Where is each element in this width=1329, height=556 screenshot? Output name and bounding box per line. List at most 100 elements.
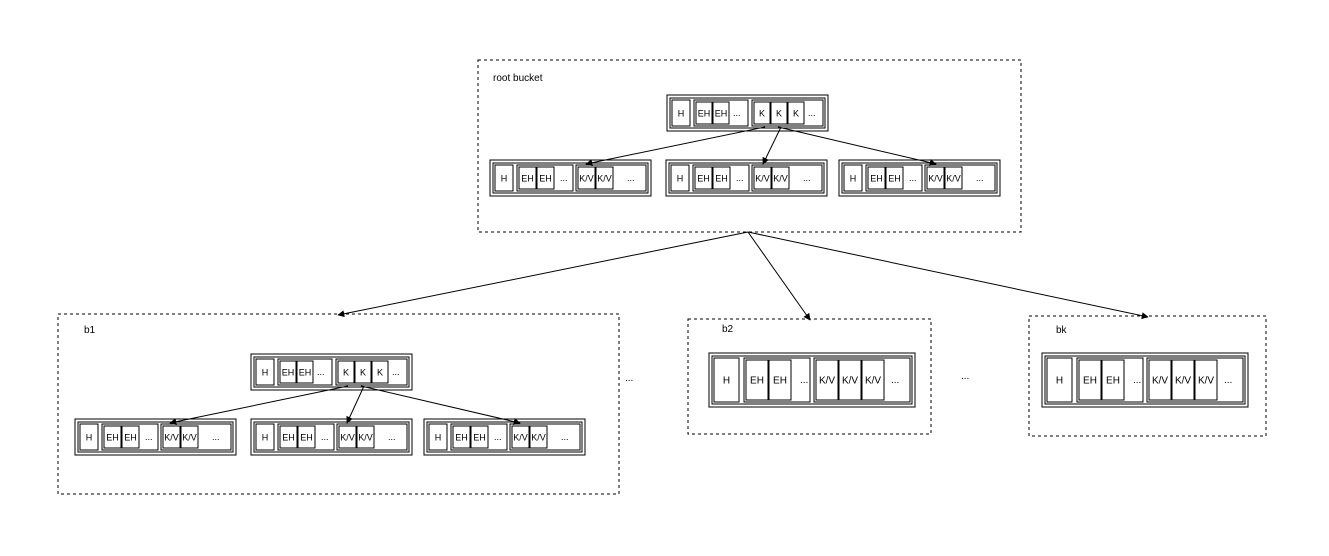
root-leaf-3-k-2-box [944,166,963,190]
bk-leaf-page-eh-2-box [1101,359,1125,401]
b1-branch-page-eh-1: EH [282,368,295,378]
root-leaf-2-k-2: K/V [773,174,788,184]
b1-leaf-2-header-box [255,423,275,451]
b1-leaf-2-k-2: K/V [358,433,373,443]
root-leaf-1-eh-1: EH [521,174,534,184]
root-leaf-1-header-box [494,164,514,192]
bk-leaf-page-k-1: K/V [1152,376,1168,387]
b1-leaf-1-header: H [86,433,93,443]
b1-branch-page-k-1: K [343,368,349,378]
b1-branch-page-k-1-box [337,360,355,384]
b1-branch-page-eh-1-box [279,360,297,384]
root-leaf-1-k-2: K/V [597,174,612,184]
root-leaf-3-eh-2: EH [888,174,901,184]
gap-ellipsis-b2-bk: ... [961,371,969,382]
b1-leaf-2-k-1: K/V [340,433,355,443]
b2-label: b2 [722,324,734,335]
root-branch-page-eh-ellipsis: ... [733,108,741,118]
b1-leaf-3-k-1: K/V [513,433,528,443]
b2-leaf-page-header-box [713,357,740,403]
root-leaf-1-k-1: K/V [579,174,594,184]
root-branch-page-eh-2-box [712,101,730,125]
root-branch-page-header: H [678,109,685,119]
b1-leaf-3-k-1-box [511,425,530,449]
root-leaf-2-eh-2: EH [715,174,728,184]
b1-leaf-2-eh-1: EH [282,433,295,443]
root-leaf-3-k-ellipsis: ... [976,173,984,183]
b2-leaf-page-k-1-box [815,359,839,401]
b1-leaf-1-k-2: K/V [182,433,197,443]
b1-leaf-2-eh-ellipsis: ... [321,432,329,442]
b1-leaf-3-k-2: K/V [531,433,546,443]
root-leaf-1-eh-2-box [536,166,555,190]
b1-branch-page-eh-2: EH [299,368,312,378]
b1-leaf-2-k-1-box [338,425,357,449]
root-leaf-3-header: H [850,174,857,184]
arrow-root-to-b2 [747,231,811,321]
b2-leaf-page-eh-2: EH [773,376,787,387]
root-branch-page-k-3-box [787,101,805,125]
root-leaf-3-k-1-box [926,166,945,190]
arrow-root-branch-2 [762,126,782,165]
b1-leaf-3-eh-1-box [452,425,471,449]
root-leaf-2-header: H [677,174,684,184]
root-leaf-3-eh-1-box [867,166,886,190]
b1-leaf-1-eh-2-box [121,425,140,449]
root-branch-page-k-2-box [770,101,788,125]
bk-leaf-page-k-3-box [1194,359,1218,401]
arrow-b1-branch-1 [169,385,349,426]
b1-branch-page-eh-ellipsis: ... [317,367,325,377]
b2-leaf-page-eh-ellipsis: ... [800,375,808,386]
b1-leaf-1-eh-1: EH [106,433,119,443]
root-branch-page-eh-2: EH [715,109,728,119]
b1-leaf-2-k-ellipsis: ... [388,432,396,442]
b1-leaf-2-eh-2-box [297,425,316,449]
b1-leaf-1-eh-2: EH [124,433,137,443]
root-leaf-3-eh-1: EH [870,174,883,184]
bk-leaf-page-eh-1-box [1078,359,1102,401]
b2-leaf-page-eh-1-box [745,359,769,401]
b1-branch-page-header-box [255,358,275,386]
b1-leaf-1-header-box [79,423,99,451]
b1-leaf-1-k-1: K/V [164,433,179,443]
root-branch-page-k-3: K [793,109,799,119]
root-leaf-3-eh-2-box [885,166,904,190]
root-leaf-1-eh-ellipsis: ... [560,173,568,183]
arrow-b1-branch-2 [346,385,365,424]
b1-branch-page-k-2-box [354,360,372,384]
arrow-b1-branch-3 [360,385,521,425]
b1-leaf-2-eh-1-box [279,425,298,449]
b1-branch-page-k-3: K [377,368,383,378]
bk-leaf-page-k-ellipsis: ... [1224,375,1232,386]
bk-label: bk [1056,325,1068,336]
root-leaf-1-k-1-box [577,166,596,190]
bk-leaf-page-k-3: K/V [1198,376,1214,387]
b1-branch-page-k-3-box [371,360,389,384]
root-leaf-2-k-2-box [771,166,790,190]
b1-leaf-2-k-2-box [356,425,375,449]
arrow-root-to-b1 [337,231,749,318]
b1-branch-page-eh-2-box [296,360,314,384]
bk-leaf-page-header: H [1056,376,1063,387]
root-branch-page-k-1-box [753,101,771,125]
b1-leaf-1-k-ellipsis: ... [212,432,220,442]
b1-leaf-3-k-2-box [529,425,548,449]
b1-leaf-3-eh-1: EH [455,433,468,443]
b2-leaf-page-k-2-box [838,359,862,401]
b1-branch-page-header: H [262,368,269,378]
bk-container [1028,315,1267,437]
b1-container [57,313,620,495]
root-leaf-2-eh-2-box [712,166,731,190]
root-leaf-2-eh-ellipsis: ... [736,173,744,183]
b1-leaf-3-eh-2: EH [473,433,486,443]
root-branch-page-header-box [671,99,691,127]
b2-leaf-page-k-ellipsis: ... [891,375,899,386]
root-leaf-3-k-1: K/V [928,174,943,184]
root-branch-page-eh-1-box [695,101,713,125]
b1-leaf-2-eh-2: EH [300,433,313,443]
arrow-root-branch-3 [777,126,937,166]
root-leaf-1-eh-2: EH [539,174,552,184]
b2-leaf-page-k-1: K/V [819,376,835,387]
root-leaf-3-eh-ellipsis: ... [909,173,917,183]
